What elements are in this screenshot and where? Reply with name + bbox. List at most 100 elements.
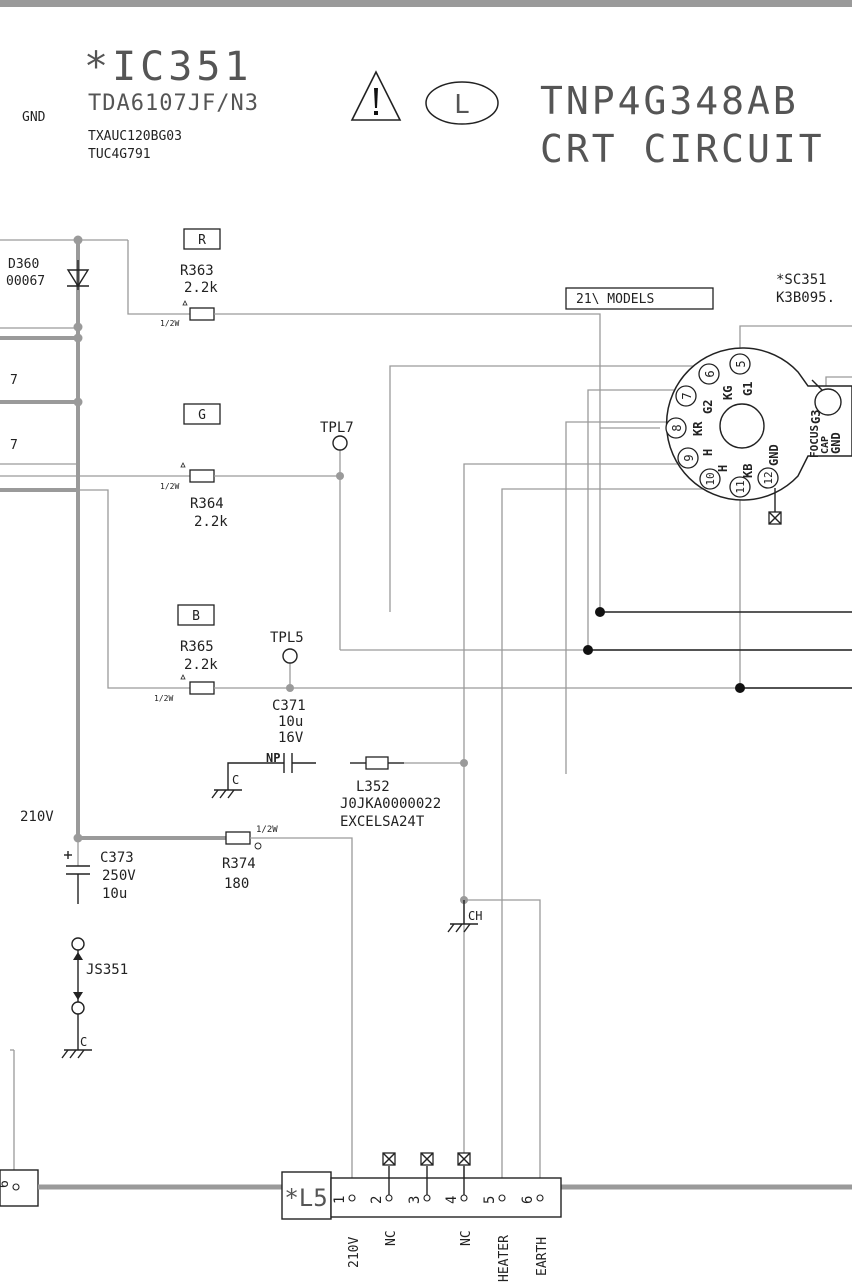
socket-pin-10: 10 — [699, 468, 721, 490]
socket-pin-9: 9 — [677, 447, 699, 469]
safety-l-letter: L — [454, 90, 470, 120]
ground-c-icon-2 — [61, 1049, 92, 1059]
ground-ch-icon — [447, 900, 478, 933]
board-title: CRT CIRCUIT — [540, 127, 825, 171]
tpl7-label: TPL7 — [320, 420, 354, 436]
r365-value: 2.2k — [184, 657, 218, 673]
testpoint-tpl7-icon — [332, 435, 348, 451]
left-connector-pin: 6 — [0, 1180, 12, 1188]
pin-label-kg: KG — [721, 386, 735, 400]
l352-part: J0JKA0000022 — [340, 796, 441, 812]
socket-gnd-label: GND — [829, 432, 843, 454]
svg-text:8: 8 — [670, 424, 684, 431]
socket-focus-terminal — [814, 388, 842, 416]
conn-label-nc-1: NC — [384, 1230, 399, 1246]
conn-label-nc-2: NC — [459, 1230, 474, 1246]
np-label: NP — [266, 751, 280, 765]
svg-text:2: 2 — [369, 1196, 385, 1204]
connector-pin-6: 6 — [520, 1194, 544, 1204]
svg-text:6: 6 — [520, 1196, 536, 1204]
supply-bus — [0, 235, 128, 843]
nc-marker-pin2 — [382, 1152, 396, 1195]
l352-label: L352 — [356, 779, 390, 795]
socket-pin-6: 6 — [698, 363, 720, 385]
r363-value: 2.2k — [184, 280, 218, 296]
svg-text:11: 11 — [734, 480, 747, 493]
gnd-c-label-2: C — [80, 1035, 87, 1049]
svg-text:5: 5 — [734, 360, 748, 367]
svg-text:4: 4 — [444, 1196, 460, 1204]
pin-label-h2: H — [716, 465, 730, 472]
210v-label: 210V — [20, 809, 54, 825]
g-channel-box — [183, 403, 221, 425]
connector-pin-5: 5 — [482, 1194, 506, 1204]
gnd-label: GND — [22, 110, 46, 125]
ic-name: *IC351 — [84, 44, 253, 90]
svg-text:5: 5 — [482, 1196, 498, 1204]
c373-cap: 10u — [102, 886, 127, 902]
c371-label: C371 — [272, 698, 306, 714]
capacitor-c371 — [227, 753, 316, 790]
svg-text:12: 12 — [762, 471, 775, 484]
d360-label: D360 — [8, 257, 39, 272]
pin-label-gnd: GND — [767, 444, 781, 466]
socket-g3-label: G3 — [809, 410, 823, 424]
tpl5-label: TPL5 — [270, 630, 304, 646]
gnd-ch-label: CH — [468, 909, 482, 923]
socket-pin-12: 12 — [757, 467, 779, 489]
svg-text:7: 7 — [680, 392, 694, 399]
safety-l-symbol — [425, 81, 499, 125]
inductor-l352 — [350, 756, 404, 770]
r374-label: R374 — [222, 856, 256, 872]
nc-marker-pin3 — [420, 1152, 434, 1195]
c371-cap: 10u — [278, 714, 303, 730]
pin-label-kr: KR — [691, 421, 705, 436]
nc-marker-pin4 — [457, 1152, 471, 1195]
c373-label: C373 — [100, 850, 134, 866]
left-net-7b: 7 — [10, 438, 18, 453]
connector-l5-head — [281, 1171, 332, 1220]
g-channel-label: G — [198, 408, 206, 423]
ic-sub-1: TXAUC120BG03 — [88, 129, 182, 144]
socket-part: K3B095. — [776, 290, 835, 306]
svg-text:1: 1 — [332, 1196, 348, 1204]
r364-watt: 1/2W — [160, 482, 179, 491]
resistor-r365 — [180, 674, 215, 695]
no-connect-icon — [768, 511, 782, 525]
d360-part: 00067 — [6, 274, 45, 289]
gnd-c-label-1: C — [232, 773, 239, 787]
socket-pin-11: 11 — [729, 476, 751, 498]
conn-label-210v: 210V — [347, 1237, 362, 1268]
r363-label: R363 — [180, 263, 214, 279]
top-border — [0, 0, 852, 7]
r-channel-box — [183, 228, 221, 250]
jumper-js351 — [71, 937, 85, 1050]
pin-label-h1: H — [701, 449, 715, 456]
models-label: 21\ MODELS — [576, 292, 654, 307]
board-code: TNP4G348AB — [540, 79, 799, 123]
connector-pin-1: 1 — [332, 1194, 356, 1204]
connector-l5-name: *L5 — [284, 1184, 327, 1212]
svg-text:9: 9 — [682, 454, 696, 461]
testpoint-tpl5-icon — [282, 648, 298, 664]
r365-label: R365 — [180, 639, 214, 655]
b-channel-box — [177, 604, 215, 626]
ic-sub-2: TUC4G791 — [88, 147, 151, 162]
resistor-r364 — [180, 462, 215, 483]
crt-socket-body — [665, 347, 852, 501]
l352-part-2: EXCELSA24T — [340, 814, 425, 830]
pin-label-g1: G1 — [741, 382, 755, 396]
socket-cap-label: CAP — [820, 436, 831, 454]
svg-text:10: 10 — [704, 472, 717, 485]
warning-triangle-icon — [350, 70, 402, 121]
c373-voltage: 250V — [102, 868, 136, 884]
resistor-r363 — [182, 300, 215, 321]
b-channel-label: B — [192, 609, 200, 624]
r-channel-label: R — [198, 233, 206, 248]
socket-focus-label: FOCUS — [808, 425, 821, 458]
svg-text:6: 6 — [703, 370, 717, 377]
connector-l5-body — [330, 1177, 562, 1218]
socket-name: *SC351 — [776, 272, 827, 288]
socket-center-hole — [719, 403, 765, 449]
